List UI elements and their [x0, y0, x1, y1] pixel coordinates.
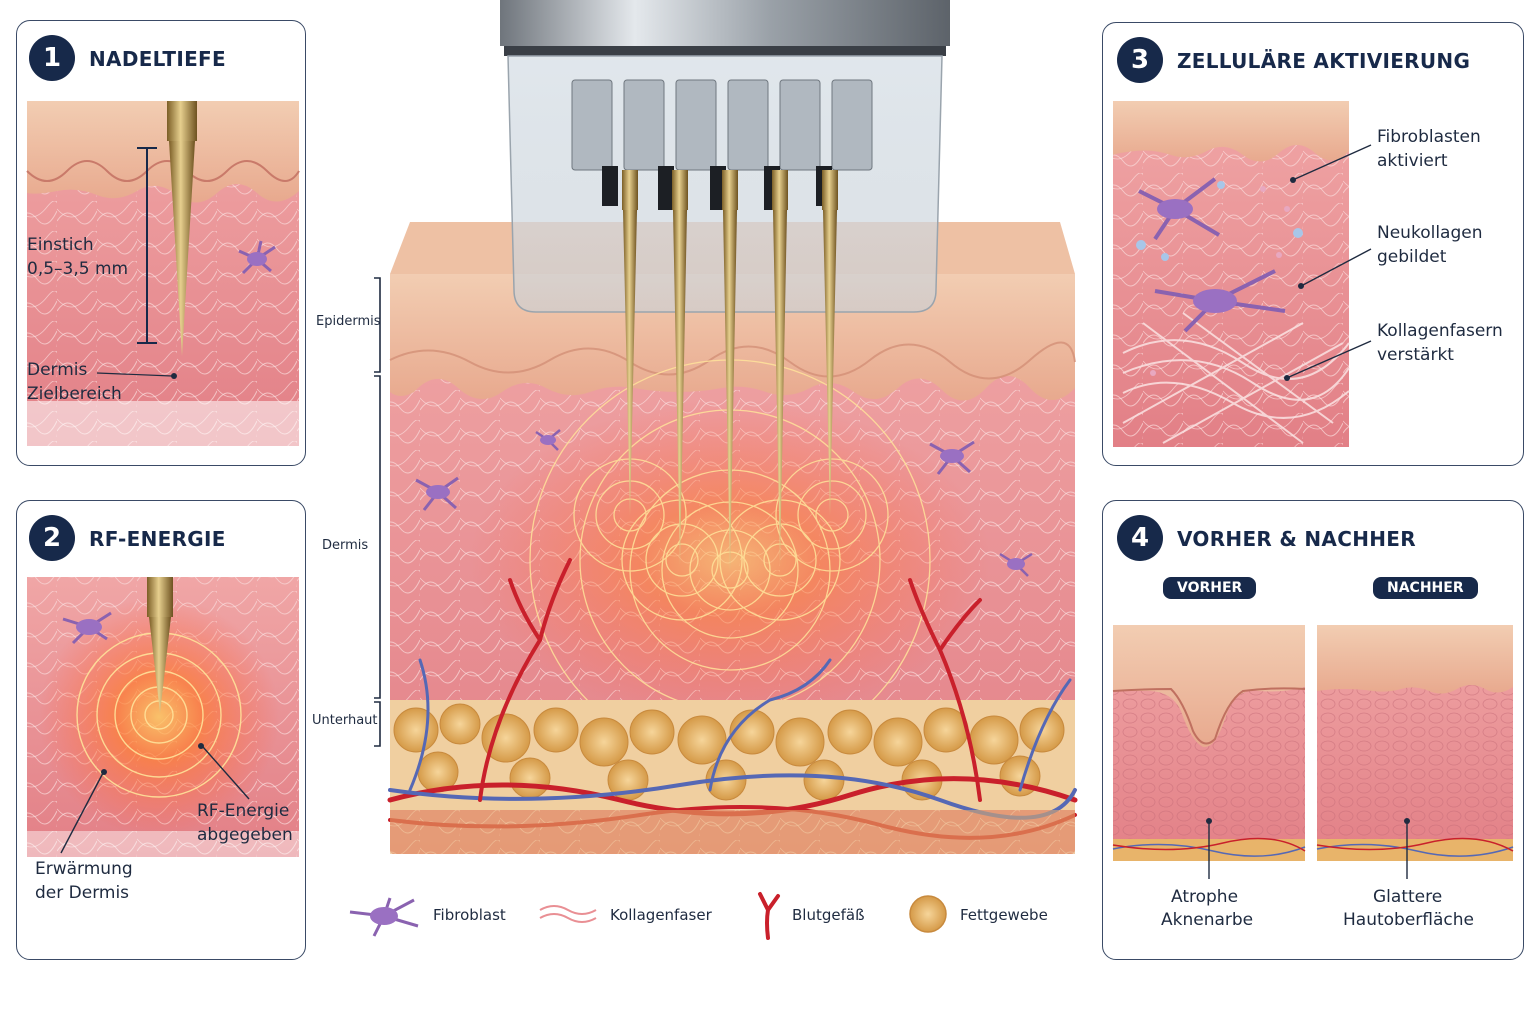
panel-rf-energy: 2 RF-ENERGIE RF-Energie abgegeben Erwärm… — [16, 500, 306, 960]
after-caption-line1: Glattere — [1373, 887, 1443, 907]
fibroblast-icon — [415, 476, 459, 511]
fibroblast-icon — [535, 429, 561, 451]
panel-title: NADELTIEFE — [89, 47, 226, 71]
legend-fat: Fettgewebe — [960, 906, 1048, 924]
fibroblast-icon — [929, 440, 975, 475]
activation-label-3a: Kollagenfasern — [1377, 321, 1503, 341]
before-caption-line2: Aknenarbe — [1161, 910, 1254, 930]
panel-before-after: 4 VORHER & NACHHER VORHER NACHHER Atroph… — [1102, 500, 1524, 960]
fibroblast-icon — [238, 240, 276, 275]
microneedle-device — [500, 0, 950, 572]
fibroblast-icon — [62, 611, 112, 645]
after-caption-line2: Hautoberfläche — [1343, 910, 1474, 930]
activation-label-1b: aktiviert — [1377, 151, 1448, 171]
central-skin-cross-section — [387, 0, 1078, 854]
panel-number-badge: 3 — [1117, 37, 1163, 83]
fibroblast-icon — [349, 897, 419, 937]
fat-tissue-icon — [909, 895, 947, 933]
collagen-fiber-icon — [539, 905, 597, 923]
layer-label-subcutis: Unterhaut — [312, 713, 378, 728]
panel-number-badge: 2 — [29, 515, 75, 561]
fibroblast-icon — [1138, 177, 1221, 241]
needle-depth-illustration — [26, 101, 300, 446]
legend-fibroblast: Fibroblast — [433, 906, 506, 924]
heat-label-line2: der Dermis — [35, 883, 130, 903]
needles — [622, 170, 838, 572]
activation-label-2b: gebildet — [1377, 247, 1447, 267]
cellular-activation-illustration — [1113, 101, 1372, 447]
layer-label-dermis: Dermis — [322, 538, 369, 553]
panel-title: RF-ENERGIE — [89, 527, 226, 551]
panel-needle-depth: 1 NADELTIEFE Einstich 0,5–3,5 mm Dermis … — [16, 20, 306, 466]
after-skin-sample — [1316, 625, 1514, 879]
legend-icons — [349, 892, 947, 940]
panel-title: ZELLULÄRE AKTIVIERUNG — [1177, 49, 1471, 73]
rf-energy-illustration — [27, 577, 299, 857]
before-pill: VORHER — [1163, 577, 1257, 599]
heat-label-line1: Erwärmung — [35, 859, 133, 879]
fat-cells — [393, 703, 1065, 801]
blood-vessel-icon — [758, 892, 780, 940]
legend-collagen: Kollagenfaser — [610, 906, 712, 924]
rf-label-line1: RF-Energie — [197, 801, 290, 821]
legend-vessel: Blutgefäß — [792, 906, 865, 924]
layer-label-epidermis: Epidermis — [316, 314, 381, 329]
before-skin-sample — [1112, 625, 1306, 879]
panel-title: VORHER & NACHHER — [1177, 527, 1416, 551]
layer-brackets — [374, 277, 381, 747]
panel-number-badge: 1 — [29, 35, 75, 81]
activation-label-1a: Fibroblasten — [1377, 127, 1481, 147]
depth-value: 0,5–3,5 mm — [27, 259, 129, 279]
fibroblast-icon — [999, 552, 1033, 577]
before-caption-line1: Atrophe — [1171, 887, 1239, 907]
panel-number-badge: 4 — [1117, 515, 1163, 561]
after-pill: NACHHER — [1373, 577, 1478, 599]
before-after-illustration — [1112, 625, 1514, 879]
activation-label-2a: Neukollagen — [1377, 223, 1483, 243]
rf-label-line2: abgegeben — [197, 825, 293, 845]
panel-cellular-activation: 3 ZELLULÄRE AKTIVIERUNG Fibroblasten akt… — [1102, 22, 1524, 466]
activation-label-3b: verstärkt — [1377, 345, 1454, 365]
fibroblast-icon — [1154, 269, 1286, 333]
target-label-line2: Zielbereich — [27, 384, 122, 404]
target-label-line1: Dermis — [27, 360, 88, 380]
depth-label: Einstich — [27, 235, 94, 255]
